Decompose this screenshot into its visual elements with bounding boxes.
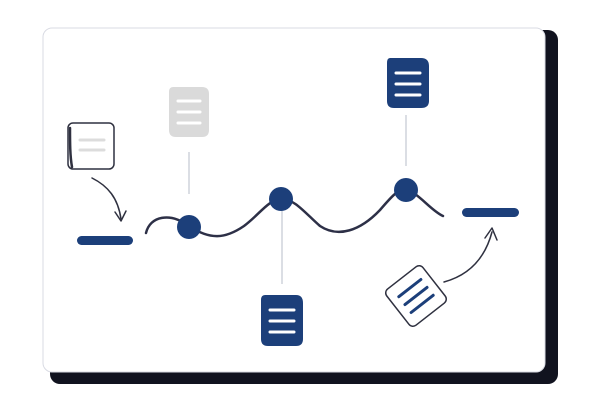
curved-arrow-left-icon: [91, 177, 127, 222]
bottom-document-icon: [261, 295, 303, 346]
timeline-node-3: [394, 178, 418, 202]
top-document-icon: [387, 58, 429, 108]
faded-document-icon: [169, 87, 209, 137]
curved-arrow-right-icon: [443, 227, 498, 283]
blank-note-icon: [67, 122, 115, 170]
timeline-node-2: [269, 187, 293, 211]
end-bar: [462, 208, 519, 217]
start-bar: [77, 236, 133, 245]
timeline-node-1: [177, 215, 201, 239]
note-with-lines-icon: [384, 264, 448, 328]
